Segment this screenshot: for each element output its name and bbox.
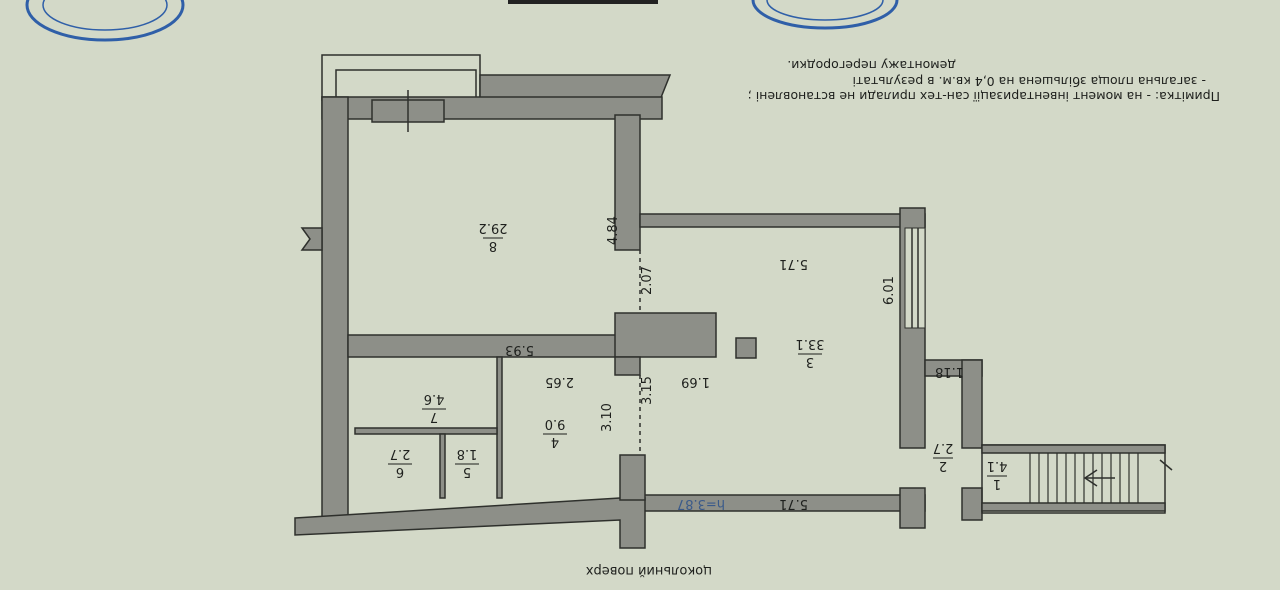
dim-6-01: 6.01 xyxy=(882,276,897,305)
dim-3-10: 3.10 xyxy=(600,403,615,432)
dim-2-07: 2.07 xyxy=(640,266,655,295)
svg-text:6: 6 xyxy=(396,464,404,479)
dim-5-71-top: 5.71 xyxy=(779,256,808,271)
svg-text:2.7: 2.7 xyxy=(390,446,411,461)
room-8-label: 8 29.2 xyxy=(479,220,508,253)
walls xyxy=(294,54,983,549)
stamp-right xyxy=(751,0,899,30)
floor-title: цокольний поверх xyxy=(586,563,712,578)
dim-5-71-bottom: 5.71 xyxy=(779,496,808,511)
svg-text:8: 8 xyxy=(489,238,497,253)
note-line-3: демонтажу перегородки. xyxy=(787,58,956,73)
svg-text:29.2: 29.2 xyxy=(479,220,508,235)
room-3-label: 3 33.1 xyxy=(796,336,825,369)
room-6-label: 6 2.7 xyxy=(388,446,412,479)
height-label: h=3.87 xyxy=(677,496,725,511)
top-edge-mark xyxy=(508,0,658,4)
note-line-1: Примітка: - на момент інвентаризації сан… xyxy=(748,89,1220,104)
svg-text:3: 3 xyxy=(806,354,814,369)
dim-2-65: 2.65 xyxy=(545,374,574,389)
stamp-left xyxy=(25,0,185,42)
svg-text:2.7: 2.7 xyxy=(933,440,954,455)
room-2-label: 2 2.7 xyxy=(933,440,954,473)
svg-text:1.8: 1.8 xyxy=(457,446,478,461)
dim-4-84: 4.84 xyxy=(606,216,621,245)
dim-3-15: 3.15 xyxy=(640,376,655,405)
room-5-label: 5 1.8 xyxy=(455,446,479,479)
svg-text:4: 4 xyxy=(551,434,559,449)
staircase xyxy=(981,444,1173,514)
dim-5-93: 5.93 xyxy=(505,342,534,357)
note-line-2: - загальна площа збільшена на 0,4 кв.м. … xyxy=(852,74,1206,89)
room-1-label: 1 4.1 xyxy=(987,458,1008,491)
room-4-label: 4 9.0 xyxy=(543,416,567,449)
svg-text:4.1: 4.1 xyxy=(987,458,1008,473)
dim-1-18: 1.18 xyxy=(935,364,964,379)
dim-1-69: 1.69 xyxy=(681,374,710,389)
svg-text:9.0: 9.0 xyxy=(545,416,566,431)
svg-text:2: 2 xyxy=(939,458,947,473)
svg-text:7: 7 xyxy=(430,409,438,424)
svg-text:5: 5 xyxy=(463,464,471,479)
svg-text:33.1: 33.1 xyxy=(796,336,825,351)
room-7-label: 7 4.6 xyxy=(422,391,446,424)
svg-text:1: 1 xyxy=(993,476,1001,491)
svg-text:4.6: 4.6 xyxy=(424,391,445,406)
